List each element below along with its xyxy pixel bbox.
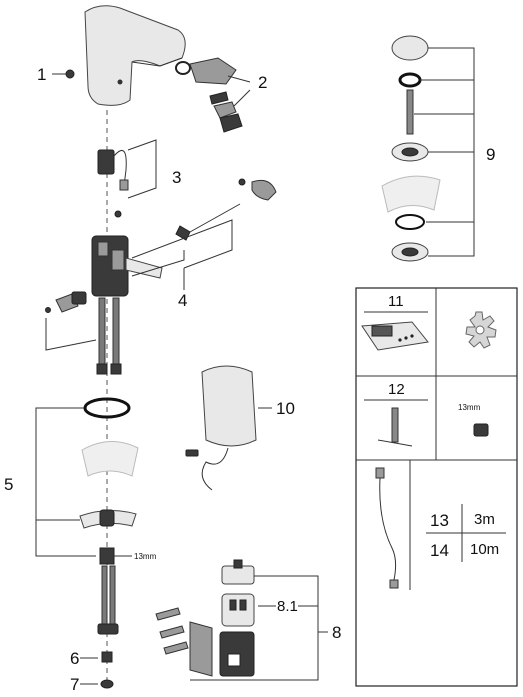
remote-control[interactable] [361,321,429,351]
cap-screw[interactable] [100,679,114,689]
callout-8: 8 [332,623,341,642]
set-screw[interactable] [65,69,75,79]
hex-key-tool[interactable] [377,407,413,447]
fixing-nut[interactable] [99,547,115,565]
supply-hoses[interactable] [96,297,122,375]
callout-6: 6 [70,649,79,668]
valve-body[interactable] [91,235,163,297]
battery-housing-set[interactable] [155,559,255,677]
waste-set[interactable] [381,35,441,262]
callout-10: 10 [276,399,295,418]
mounting-gasket[interactable] [83,397,131,419]
callout-3: 3 [172,168,181,187]
socket-13mm[interactable] [473,423,489,437]
table-row-14-length: 10m [470,541,499,558]
faucet-body[interactable] [84,5,186,106]
countertop-section [81,441,139,477]
adjustment-gear-icon [465,311,497,349]
aerator-set[interactable] [175,57,243,133]
o-ring-small[interactable] [114,210,122,218]
callout-5: 5 [4,475,13,494]
table-item-12: 12 [388,381,405,398]
sensor-window-icon [117,79,123,85]
mixing-lever[interactable] [175,178,277,241]
table-row-13-length: 3m [474,511,495,528]
table-row-14-num: 14 [430,541,449,560]
connection-hoses[interactable] [97,565,119,635]
callout-1: 1 [37,65,46,84]
table-item-12-size: 13mm [458,403,481,412]
extension-cable[interactable] [375,467,399,589]
callout-9: 9 [486,145,495,164]
mounting-bracket[interactable] [79,509,137,529]
callout-4: 4 [178,291,187,310]
callout-8-1: 8.1 [277,598,298,615]
callout-7: 7 [70,675,79,692]
power-supply-unit[interactable] [185,365,257,491]
solenoid-valve[interactable] [45,291,87,313]
sensor-module[interactable] [97,149,129,191]
callout-2: 2 [258,73,267,92]
dimension-13mm-label: 13mm [134,552,157,561]
accessory-table [355,287,518,687]
table-row-13-num: 13 [430,511,449,530]
threaded-nut[interactable] [101,651,113,663]
table-item-11: 11 [388,293,404,310]
